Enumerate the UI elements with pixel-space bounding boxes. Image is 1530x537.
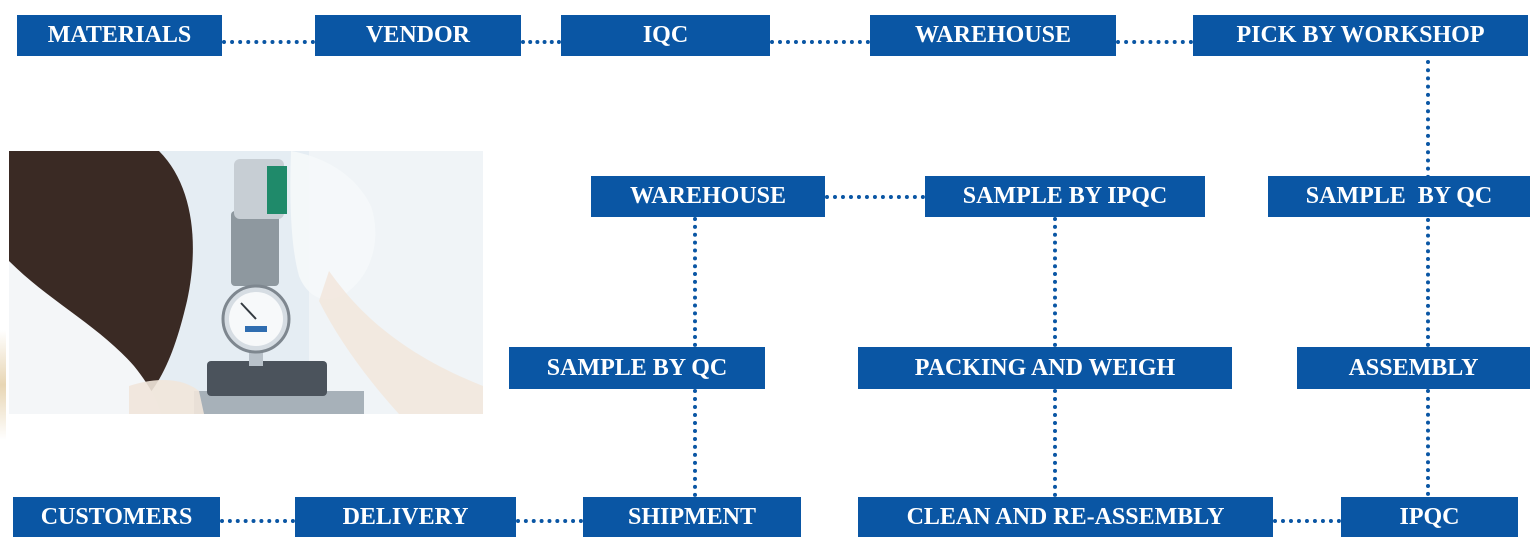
step-warehouse-2: WAREHOUSE — [591, 176, 825, 217]
connector-sampleqc2-shipment — [693, 389, 697, 497]
step-materials: MATERIALS — [17, 15, 222, 56]
step-packing-and-weigh: PACKING AND WEIGH — [858, 347, 1232, 389]
step-delivery: DELIVERY — [295, 497, 516, 537]
step-assembly: ASSEMBLY — [1297, 347, 1530, 389]
connector-sampleqc-assembly — [1426, 218, 1430, 347]
step-customers: CUSTOMERS — [13, 497, 220, 537]
connector-warehouse2-sampleipqc — [825, 195, 925, 199]
step-sample-by-qc-1: SAMPLE BY QC — [1268, 176, 1530, 217]
connector-delivery-shipment — [516, 519, 583, 523]
step-ipqc: IPQC — [1341, 497, 1518, 537]
connector-packing-clean — [1053, 389, 1057, 497]
step-vendor: VENDOR — [315, 15, 521, 56]
step-iqc: IQC — [561, 15, 770, 56]
step-sample-by-ipqc: SAMPLE BY IPQC — [925, 176, 1205, 217]
connector-warehouse2-sampleqc2 — [693, 217, 697, 347]
connector-warehouse-pick — [1116, 40, 1193, 44]
left-edge-decoration — [0, 330, 6, 440]
step-warehouse-1: WAREHOUSE — [870, 15, 1116, 56]
step-sample-by-qc-2: SAMPLE BY QC — [509, 347, 765, 389]
durometer-photo-illustration — [9, 151, 483, 414]
step-shipment: SHIPMENT — [583, 497, 801, 537]
connector-assembly-ipqc — [1426, 389, 1430, 496]
connector-pick-sampleqc — [1426, 60, 1430, 179]
step-clean-and-reassembly: CLEAN AND RE-ASSEMBLY — [858, 497, 1273, 537]
connector-vendor-iqc — [521, 40, 561, 44]
step-pick-by-workshop: PICK BY WORKSHOP — [1193, 15, 1528, 56]
connector-sampleipqc-packing — [1053, 217, 1057, 347]
inspection-photo — [9, 151, 483, 414]
connector-clean-ipqc — [1273, 519, 1341, 523]
connector-iqc-warehouse — [770, 40, 870, 44]
connector-materials-vendor — [222, 40, 315, 44]
connector-customers-delivery — [220, 519, 295, 523]
